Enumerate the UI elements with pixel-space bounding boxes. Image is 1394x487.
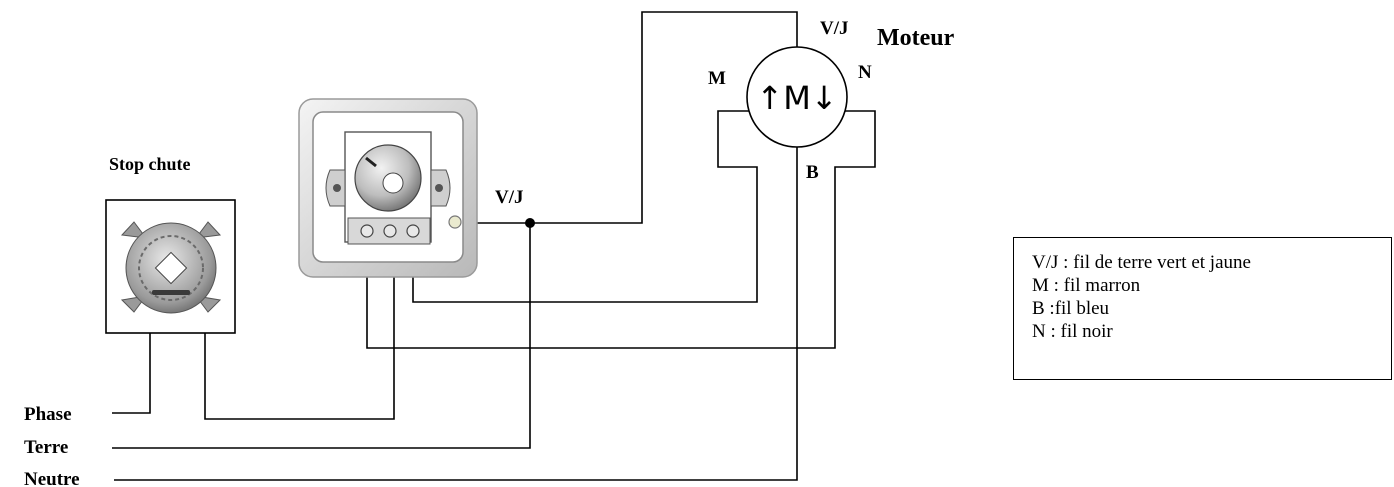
wire-motor-n: [366, 110, 876, 349]
switch-terminal-2: [383, 224, 397, 238]
switch-terminal-3: [406, 224, 420, 238]
wire-motor-m: [412, 110, 758, 303]
legend-item-b: B :fil bleu: [1032, 298, 1110, 319]
wire-neutral: [114, 145, 798, 481]
label-n: N: [858, 62, 872, 83]
label-b: B: [806, 162, 819, 183]
label-neutre: Neutre: [24, 469, 80, 487]
wire-stopchute-to-switch: [204, 244, 395, 420]
motor-symbol: ↑M↓: [756, 79, 837, 117]
label-vj-switch: V/J: [495, 187, 524, 208]
stop-chute-device: [105, 199, 236, 334]
switch-terminal-1: [360, 224, 374, 238]
earth-junction-dot: [525, 218, 535, 228]
legend-box: V/J : fil de terre vert et jaune M : fil…: [1013, 237, 1392, 380]
wire-earth-down: [112, 223, 531, 449]
legend-item-n: N : fil noir: [1032, 321, 1113, 342]
label-m: M: [708, 68, 726, 89]
motor: ↑M↓: [746, 46, 848, 148]
label-terre: Terre: [24, 437, 68, 458]
label-moteur: Moteur: [877, 25, 955, 51]
switch-earth-terminal: [448, 215, 462, 229]
wires: [112, 11, 876, 481]
switch-device: [298, 98, 478, 278]
label-vj-motor: V/J: [820, 18, 849, 39]
wire-earth-to-motor: [462, 11, 798, 224]
label-stop-chute: Stop chute: [109, 154, 191, 174]
wire-phase: [112, 333, 151, 414]
label-phase: Phase: [24, 404, 72, 425]
legend-item-vj: V/J : fil de terre vert et jaune: [1032, 252, 1251, 273]
legend-item-m: M : fil marron: [1032, 275, 1141, 296]
